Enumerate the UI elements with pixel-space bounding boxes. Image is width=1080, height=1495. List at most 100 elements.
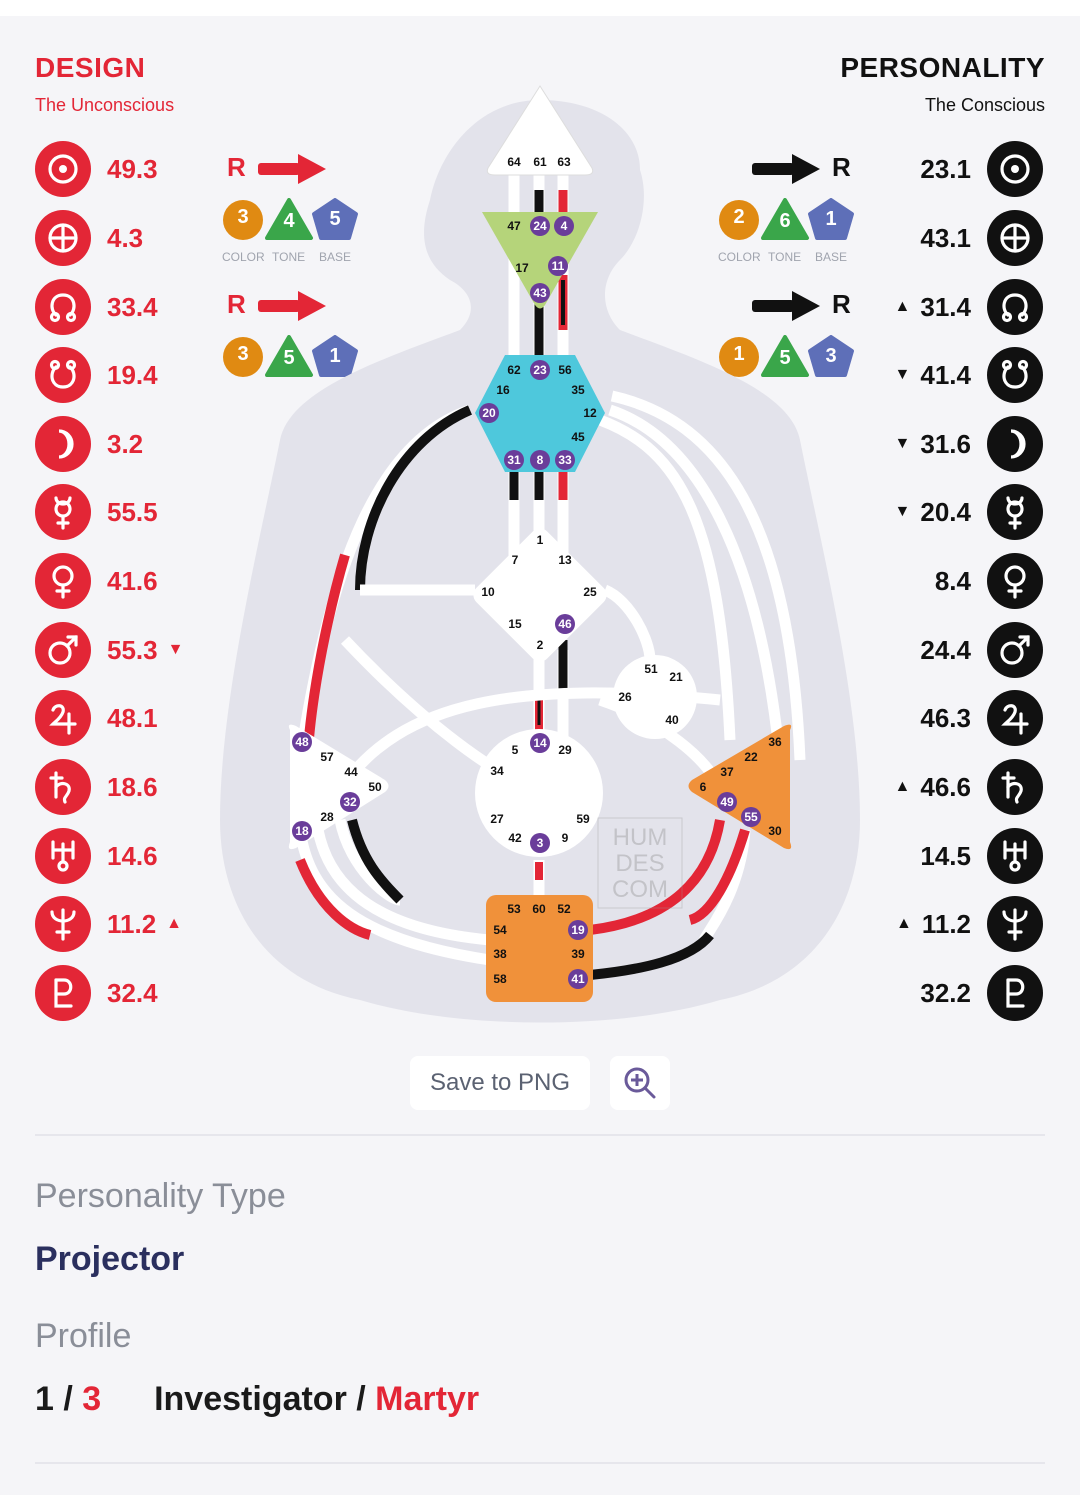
design-planet-row[interactable]: 41.6 [35,553,158,609]
profile-name-b: Martyr [375,1380,480,1418]
design-planet-row[interactable]: 4.3 [35,210,143,266]
personality-activation-value: 24.4 [920,634,971,665]
gate-number: 14 [533,736,547,750]
venus-icon [35,553,91,609]
channel-line [295,858,372,940]
personality-planet-row[interactable]: ▼31.6 [895,416,1043,472]
gate-badge-icon [530,216,550,236]
jupiter-icon [35,690,91,746]
gate-badge-icon [548,256,568,276]
earth-icon [987,210,1043,266]
gate-number: 38 [493,947,507,961]
tone-value: 5 [779,347,791,369]
design-planet-row[interactable]: 3.2 [35,416,143,472]
personality-planet-row[interactable]: ▲46.6 [895,759,1043,815]
gate-number: 6 [700,780,707,794]
gate-number: 62 [507,363,521,377]
design-activation-value: 18.6 [107,771,158,802]
retrograde-label: R [227,152,246,182]
right-arrow-icon [258,291,326,321]
color-label: COLOR [718,250,761,264]
gate-number: 58 [493,972,507,986]
design-activation-value: 4.3 [107,222,144,253]
base-pentagon-icon [808,198,854,240]
personality-planet-row[interactable]: ▼20.4 [895,484,1043,540]
design-planet-row[interactable]: 49.3 [35,141,158,197]
down-arrow-icon: ▼ [894,435,911,452]
personality-planet-row[interactable]: 23.1 [920,141,1043,197]
gate-number: 30 [768,824,782,838]
design-planet-row[interactable]: 48.1 [35,690,158,746]
gate-badge-icon [292,732,312,752]
design-activation-value: 3.2 [107,428,144,459]
type-value: Projector [35,1240,185,1278]
color-value: 1 [733,343,745,365]
personality-planet-row[interactable]: 8.4 [935,553,1043,609]
personality-planet-row[interactable]: 43.1 [920,210,1043,266]
gate-number: 64 [507,155,521,169]
save-png-button[interactable]: Save to PNG [410,1056,590,1110]
gate-number: 11 [552,259,565,273]
gate-number: 51 [644,662,658,676]
gate-number: 56 [558,363,572,377]
gate-number: 5 [512,743,519,757]
design-planet-row[interactable]: 32.4 [35,965,158,1021]
divider-bottom [35,1462,1045,1464]
design-variable-bottom: R 3 5 1 [222,279,362,399]
design-planet-row[interactable]: 19.4 [35,347,158,403]
status-area [0,0,1080,16]
moon-icon [35,416,91,472]
personality-planet-row[interactable]: 24.4 [920,622,1043,678]
sun-icon [987,141,1043,197]
personality-planet-row[interactable]: ▲11.2 [896,896,1043,952]
design-planet-row[interactable]: 55.3▼ [35,622,183,678]
personality-planet-row[interactable]: 32.2 [920,965,1043,1021]
gate-number: 10 [481,585,495,599]
design-planet-row[interactable]: 14.6 [35,828,158,884]
gate-badge-icon [530,833,550,853]
north-node-icon [987,279,1043,335]
gate-number: 42 [508,831,522,845]
personality-planet-row[interactable]: ▲31.4 [895,279,1043,335]
gate-number: 8 [537,453,544,467]
personality-planet-row[interactable]: ▼41.4 [895,347,1043,403]
design-planet-row[interactable]: 11.2▲ [35,896,182,952]
design-planet-row[interactable]: 18.6 [35,759,158,815]
zoom-in-button[interactable] [610,1056,670,1110]
uranus-icon [987,828,1043,884]
gate-badge-icon [530,450,550,470]
personality-planet-row[interactable]: 46.3 [920,690,1043,746]
gate-number: 19 [571,923,585,937]
gate-badge-icon [530,283,550,303]
gate-number: 55 [744,810,758,824]
gate-badge-icon [530,360,550,380]
color-circle-icon [719,337,759,377]
channel-line [347,818,404,904]
personality-planet-row[interactable]: 14.5 [920,828,1043,884]
design-planet-row[interactable]: 55.5 [35,484,158,540]
channel-line [589,819,725,935]
base-pentagon-icon [312,335,358,377]
sun-icon [35,141,91,197]
gate-number: 59 [576,812,590,826]
tone-triangle-icon [265,198,313,240]
gate-number: 39 [571,947,585,961]
design-planet-row[interactable]: 33.4 [35,279,158,335]
profile-line-a: 1 [35,1380,54,1418]
channel-line [602,584,656,661]
gate-badge-icon [292,821,312,841]
south-node-icon [35,347,91,403]
gate-number: 32 [343,795,357,809]
gate-number: 34 [490,764,504,778]
